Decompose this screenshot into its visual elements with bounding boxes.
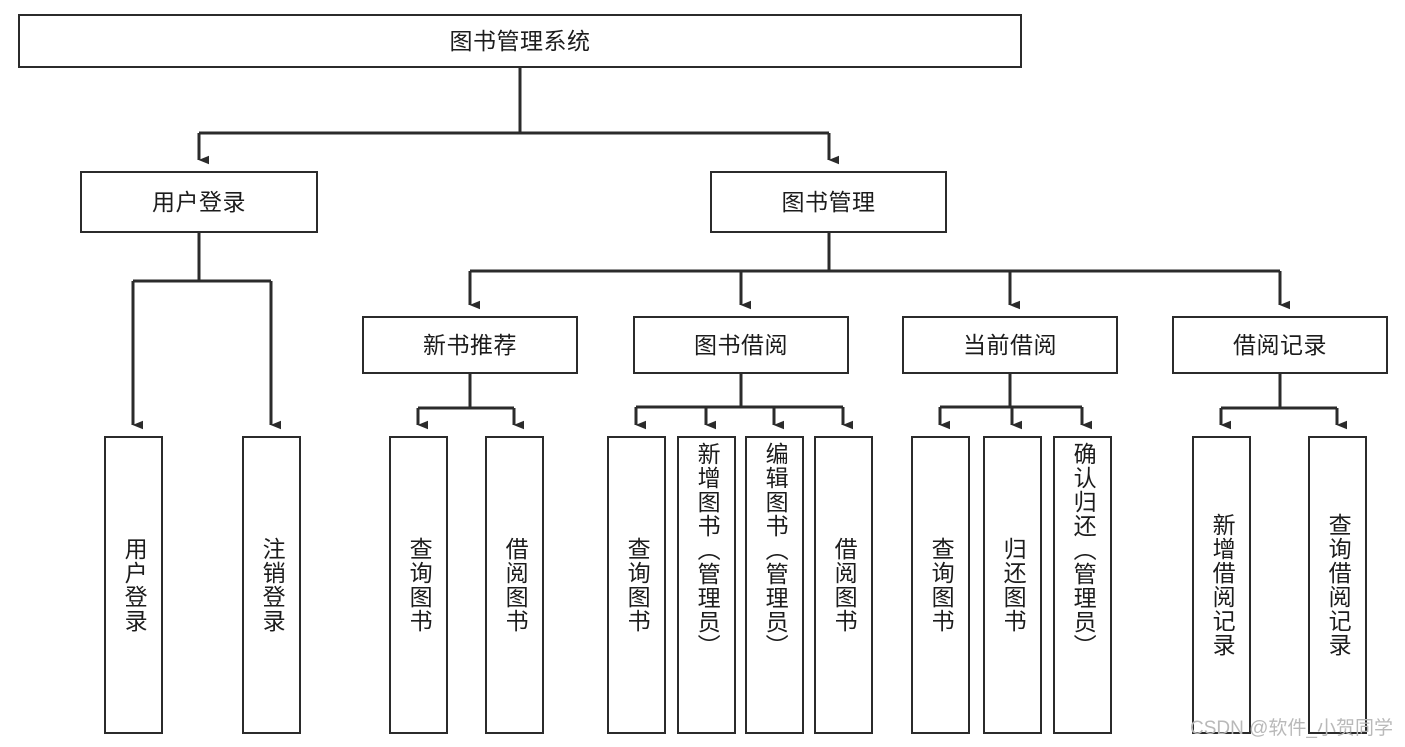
node-leaf-logout[interactable]: 注销登录 [242,436,301,734]
node-book-manage[interactable]: 图书管理 [710,171,947,233]
node-leaf-add-book-admin[interactable]: 新增图书（管理员） [677,436,736,734]
node-leaf-query-book-cb[interactable]: 查询图书 [911,436,970,734]
node-root-label: 图书管理系统 [449,27,591,54]
node-leaf-user-login[interactable]: 用户登录 [104,436,163,734]
node-leaf-query-borrow-record-label: 查询借阅记录 [1325,513,1352,657]
node-leaf-borrow-book-br-label: 借阅图书 [831,537,858,633]
node-root[interactable]: 图书管理系统 [18,14,1022,68]
node-book-manage-label: 图书管理 [781,188,876,215]
node-new-book-recommend-label: 新书推荐 [423,331,517,358]
node-leaf-borrow-book-rec[interactable]: 借阅图书 [485,436,544,734]
node-leaf-borrow-book-br[interactable]: 借阅图书 [814,436,873,734]
node-leaf-return-book-label: 归还图书 [1000,537,1027,633]
node-leaf-edit-book-admin[interactable]: 编辑图书（管理员） [745,436,804,734]
node-leaf-query-book-br[interactable]: 查询图书 [607,436,666,734]
node-leaf-query-book-rec[interactable]: 查询图书 [389,436,448,734]
node-leaf-confirm-return-admin[interactable]: 确认归还（管理员） [1053,436,1112,734]
node-leaf-logout-label: 注销登录 [259,537,286,633]
node-leaf-edit-book-admin-label: 编辑图书（管理员） [762,442,789,658]
node-user-login-label: 用户登录 [152,188,246,215]
node-leaf-confirm-return-admin-label: 确认归还（管理员） [1070,442,1097,658]
node-leaf-query-book-br-label: 查询图书 [624,537,651,633]
node-leaf-add-book-admin-label: 新增图书（管理员） [694,442,721,658]
node-current-borrow[interactable]: 当前借阅 [902,316,1118,374]
node-leaf-add-borrow-record-label: 新增借阅记录 [1209,513,1236,657]
node-leaf-query-borrow-record[interactable]: 查询借阅记录 [1308,436,1367,734]
watermark-text: CSDN @软件_小贺同学 [1190,718,1393,739]
node-new-book-recommend[interactable]: 新书推荐 [362,316,578,374]
node-borrow-record-label: 借阅记录 [1233,331,1327,358]
node-book-borrow[interactable]: 图书借阅 [633,316,849,374]
node-leaf-query-book-rec-label: 查询图书 [406,537,433,633]
node-leaf-return-book[interactable]: 归还图书 [983,436,1042,734]
node-current-borrow-label: 当前借阅 [963,331,1057,358]
node-leaf-query-book-cb-label: 查询图书 [928,537,955,633]
node-leaf-add-borrow-record[interactable]: 新增借阅记录 [1192,436,1251,734]
node-leaf-borrow-book-rec-label: 借阅图书 [502,537,529,633]
node-leaf-user-login-label: 用户登录 [121,537,148,633]
node-borrow-record[interactable]: 借阅记录 [1172,316,1388,374]
node-user-login[interactable]: 用户登录 [80,171,318,233]
node-book-borrow-label: 图书借阅 [694,331,788,358]
